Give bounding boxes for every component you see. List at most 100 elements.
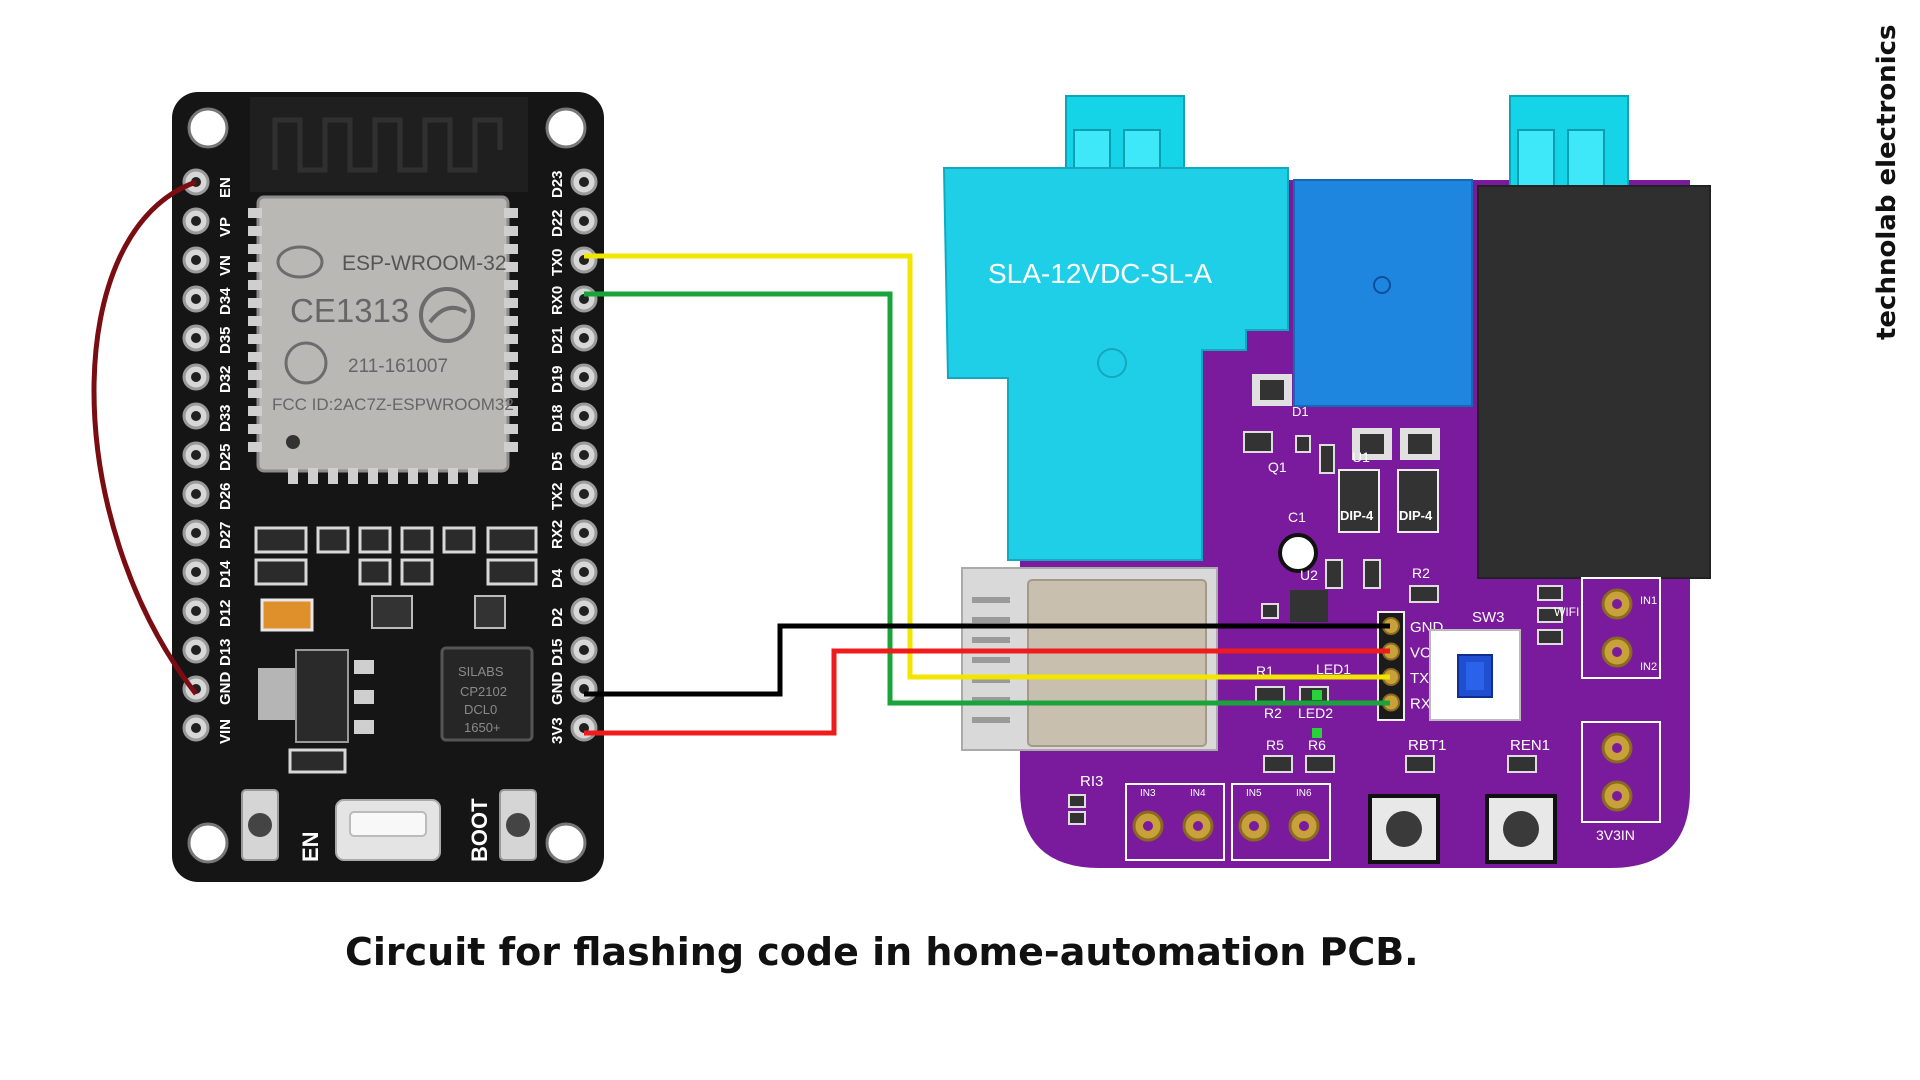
en-button[interactable] (241, 789, 279, 861)
left-pin-label: D14 (217, 560, 234, 588)
ce-mark-label: CE1313 (290, 292, 409, 329)
tactile-button-ren1[interactable] (1485, 794, 1557, 864)
c1-label: C1 (1288, 509, 1306, 525)
boot-button-label: BOOT (467, 798, 492, 862)
r5-label: R5 (1266, 737, 1284, 753)
fcc-id-label: FCC ID:2AC7Z-ESPWROOM32 (272, 395, 514, 414)
in3-label: IN3 (1140, 788, 1156, 799)
tx-wire (584, 253, 1390, 680)
left-pin-label: D12 (217, 599, 234, 627)
home-automation-pcb: SLA-12VDC-SL-A DIP-4 DIP-4 (942, 95, 1711, 868)
left-pin-label: EN (217, 177, 234, 198)
brand-watermark: technolab electronics (1872, 24, 1902, 341)
module-name-label: ESP-WROOM-32 (342, 252, 507, 275)
chip-date-label: 1650+ (464, 720, 501, 735)
mount-hole (187, 107, 229, 149)
in2-label: IN2 (1640, 661, 1657, 673)
chip-part-label: CP2102 (460, 684, 507, 699)
relay-blue (1293, 179, 1473, 407)
ri3-label: RI3 (1080, 773, 1103, 790)
header-pin-label: RX (1410, 696, 1431, 713)
right-pin-label: D5 (549, 452, 566, 471)
power-in-label: 3V3IN (1596, 827, 1635, 843)
terminal-block-right (1509, 95, 1629, 187)
right-pin-label: D19 (549, 365, 566, 393)
input-terminals (1125, 577, 1661, 861)
switch-sw3[interactable] (1429, 629, 1521, 721)
r2-label-top: R2 (1412, 565, 1430, 581)
led2-label: LED2 (1298, 705, 1333, 721)
right-pin-label: RX2 (549, 520, 566, 549)
q1-label: Q1 (1268, 459, 1287, 475)
left-pin-label: D33 (217, 404, 234, 432)
optocoupler-u2 (1397, 469, 1439, 533)
left-pin-label: D26 (217, 482, 234, 510)
right-pin-label: TX2 (549, 482, 566, 510)
chip-code-label: DCL0 (464, 702, 497, 717)
mount-hole (545, 822, 587, 864)
right-pin-label: 3V3 (549, 717, 566, 744)
right-pin-label: D23 (549, 170, 566, 198)
espressif-swirl-icon (419, 287, 475, 343)
connection-wires (91, 179, 1390, 736)
led1 (1312, 690, 1322, 700)
in4-label: IN4 (1190, 788, 1206, 799)
rbt1-label: RBT1 (1408, 737, 1446, 754)
pcb-silkscreen-labels: SW3 RBT1 REN1 RI3 R1 R2 R2 R5 R6 LED1 LE… (1080, 404, 1657, 843)
micro-usb-port[interactable] (335, 799, 441, 861)
led2 (1312, 728, 1322, 738)
right-pin-label: GND (549, 672, 566, 706)
antenna-trace (272, 117, 503, 173)
pin1-dot (286, 435, 300, 449)
en-gnd-jumper (91, 179, 198, 696)
regulator-tab (258, 668, 298, 720)
regulator-u2 (1290, 590, 1328, 622)
pcb-wifi-module (961, 567, 1218, 751)
led1-label: LED1 (1316, 661, 1351, 677)
ren1-label: REN1 (1510, 737, 1550, 754)
right-pin-label: D15 (549, 638, 566, 666)
right-pin-label: RX0 (549, 286, 566, 315)
left-pin-label: VP (217, 217, 234, 237)
right-pin-label: D4 (549, 568, 566, 588)
smd-components (254, 526, 538, 774)
r2-label: R2 (1264, 705, 1282, 721)
dip4-label-1: DIP-4 (1340, 508, 1374, 523)
left-pin-label: D13 (217, 638, 234, 666)
tantalum-capacitor (260, 598, 314, 632)
left-pin-labels: ENVPVND34D35D32D33D25D26D27D14D12D13GNDV… (217, 177, 234, 744)
right-pin-labels: D23D22TX0RX0D21D19D18D5TX2RX2D4D2D15GND3… (549, 170, 566, 744)
right-pin-label: D21 (549, 326, 566, 354)
rx-wire (584, 291, 1390, 706)
in1-label: IN1 (1640, 595, 1657, 607)
gnd-wire (584, 623, 1390, 697)
left-pin-label: D34 (217, 287, 234, 315)
capacitor-c1 (1278, 533, 1318, 573)
wifi-label: WIFI (1554, 605, 1579, 619)
chip-brand-label: SILABS (458, 664, 504, 679)
right-pin-label: D18 (549, 404, 566, 432)
mount-hole (187, 822, 229, 864)
mount-hole (545, 107, 587, 149)
d1-label: D1 (1292, 404, 1309, 419)
en-button-label: EN (298, 831, 323, 862)
esp32-dev-board: ESP-WROOM-32 CE1313 211-161007 FCC ID:2A… (172, 92, 604, 882)
left-pin-label: VN (217, 255, 234, 276)
left-pin-label: D35 (217, 326, 234, 354)
boot-button[interactable] (499, 789, 537, 861)
in6-label: IN6 (1296, 788, 1312, 799)
terminal-block-left (1065, 95, 1185, 169)
right-pin-label: D2 (549, 608, 566, 627)
diagram-caption: Circuit for flashing code in home-automa… (345, 930, 1419, 974)
right-pin-label: TX0 (549, 248, 566, 276)
tactile-button-rbt1[interactable] (1368, 794, 1440, 864)
header-pin-label: TX (1410, 670, 1429, 687)
u2-label: U2 (1300, 567, 1318, 583)
espressif-logo-icon (276, 245, 324, 279)
cp2102-usb-uart-chip: SILABS CP2102 DCL0 1650+ (440, 646, 534, 742)
relay-label: SLA-12VDC-SL-A (988, 258, 1212, 289)
right-header-pins (570, 168, 598, 742)
dip4-label-2: DIP-4 (1399, 508, 1433, 523)
vcc-wire (584, 648, 1390, 736)
relay-black (1477, 185, 1711, 579)
